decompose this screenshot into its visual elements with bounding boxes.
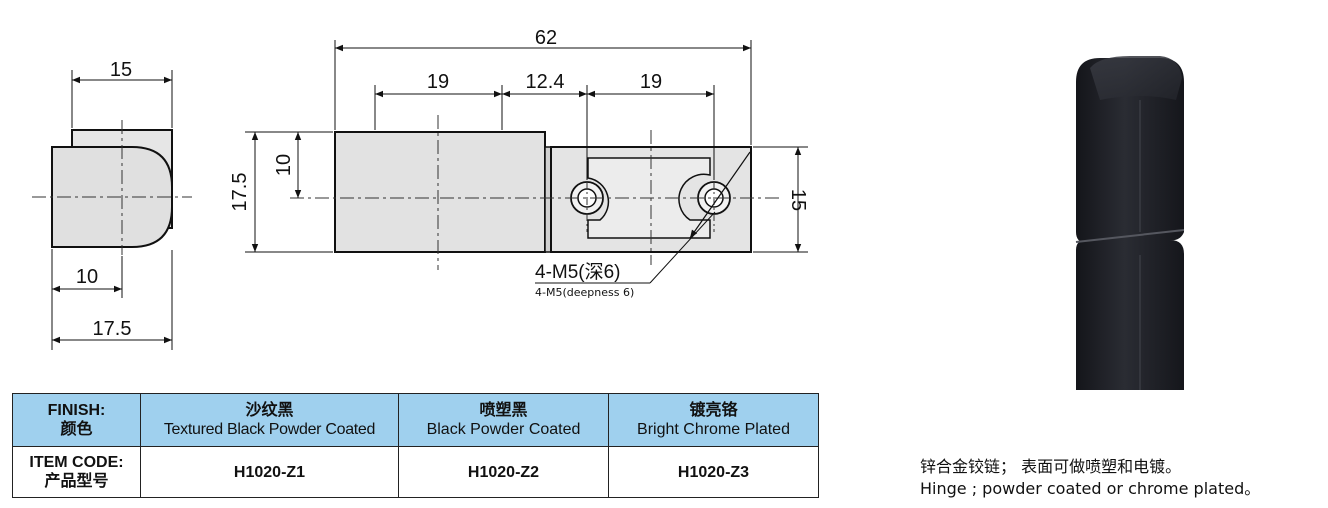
dim-hole-pitch-right: 19: [640, 71, 662, 93]
product-caption: 锌合金铰链； 表面可做喷塑和电镀。 Hinge ; powder coated …: [920, 456, 1260, 500]
hole-callout-en: 4-M5(deepness 6): [535, 286, 634, 299]
finish-label-en: FINISH:: [47, 402, 106, 419]
dim-hole-pitch-left: 19: [427, 71, 449, 93]
finish-name-cn: 沙纹黑: [245, 402, 294, 419]
dim-side-width-top: 15: [110, 59, 132, 81]
caption-cn: 锌合金铰链； 表面可做喷塑和电镀。: [920, 457, 1182, 476]
dim-height-inner: 10: [273, 154, 295, 176]
side-view: 15 10 17.5: [32, 59, 192, 350]
finish-label-cell: FINISH: 颜色: [12, 393, 141, 447]
dim-side-width-inner: 10: [76, 266, 98, 288]
product-lower-knuckle: [1076, 240, 1184, 390]
callout-arrow: [689, 151, 751, 239]
product-upper-knuckle: [1076, 58, 1184, 244]
hole-callout: 4-M5(深6): [535, 261, 621, 283]
finish-cell-z2: 喷塑黑 Black Powder Coated: [398, 393, 609, 447]
item-code-row: ITEM CODE: 产品型号 H1020-Z1 H1020-Z2 H1020-…: [12, 446, 819, 498]
front-left-leaf: [334, 131, 546, 253]
dim-height-left: 17.5: [229, 173, 251, 212]
item-code-z3: H1020-Z3: [608, 446, 819, 498]
finish-name-cn: 镀亮铬: [689, 402, 738, 419]
finish-label-cn: 颜色: [60, 421, 93, 438]
dim-height-right: 15: [787, 189, 809, 211]
finish-cell-z3: 镀亮铬 Bright Chrome Plated: [608, 393, 819, 447]
dim-overall-length: 62: [535, 27, 557, 49]
finish-name-en: Bright Chrome Plated: [637, 421, 790, 438]
dim-gap: 12.4: [526, 71, 565, 93]
callout-leader: [649, 211, 716, 284]
finish-table: FINISH: 颜色 沙纹黑 Textured Black Powder Coa…: [12, 393, 819, 498]
finish-name-en: Black Powder Coated: [426, 421, 581, 438]
item-code-z1: H1020-Z1: [140, 446, 399, 498]
finish-name-en: Textured Black Powder Coated: [163, 421, 376, 438]
item-code-label-cn: 产品型号: [44, 473, 109, 490]
technical-drawing: 15 10 17.5 62: [32, 27, 1185, 390]
finish-name-cn: 喷塑黑: [479, 402, 528, 419]
front-view: 62 19 12.4 19 17.5 10 15 4-M5(深6) 4-M5(d…: [229, 27, 809, 299]
caption-en: Hinge ; powder coated or chrome plated。: [920, 479, 1261, 498]
product-photo: [1075, 56, 1185, 390]
item-code-label-cell: ITEM CODE: 产品型号: [12, 446, 141, 498]
finish-cell-z1: 沙纹黑 Textured Black Powder Coated: [140, 393, 399, 447]
finish-row: FINISH: 颜色 沙纹黑 Textured Black Powder Coa…: [12, 393, 819, 447]
item-code-z2: H1020-Z2: [398, 446, 609, 498]
dim-side-width-total: 17.5: [93, 318, 132, 340]
item-code-label-en: ITEM CODE:: [29, 454, 124, 471]
